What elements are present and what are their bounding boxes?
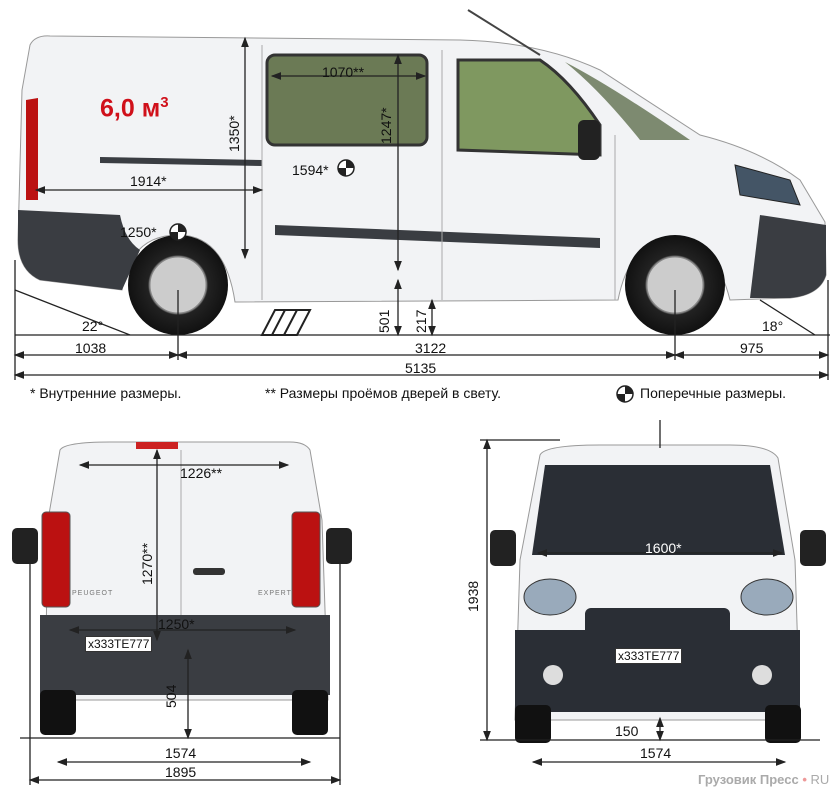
side-view-dimension-lines (13, 36, 830, 380)
dim-rear-width-between-arches: 1250* (158, 616, 195, 632)
dim-loading-height: 504 (163, 684, 179, 708)
dim-rear-overhang: 1038 (75, 340, 107, 356)
dim-interior-width: 1600* (645, 540, 682, 556)
dim-side-door-width: 1070** (322, 64, 365, 80)
watermark: Грузовик Пресс • RU (698, 772, 830, 787)
dim-rear-door-width: 1226** (180, 465, 223, 481)
dim-rear-door-height: 1270** (139, 542, 155, 585)
rear-badge-left: PEUGEOT (72, 590, 114, 597)
legend-internal: * Внутренние размеры. (30, 385, 182, 401)
dim-width-between-arches: 1250* (120, 224, 157, 240)
dim-front-track: 1574 (640, 745, 672, 761)
dim-overall-height: 1938 (465, 580, 481, 612)
legend-transverse: Поперечные размеры. (640, 385, 787, 401)
dim-front-ground-clearance: 150 (615, 723, 639, 739)
front-view-van (490, 444, 826, 743)
rear-badge-right: EXPERT (258, 590, 292, 597)
dim-side-door-height: 1247* (378, 107, 394, 144)
dim-cargo-length: 1914* (130, 173, 167, 189)
dim-wheelbase: 3122 (415, 340, 447, 356)
cargo-volume: 6,0 м3 (100, 94, 169, 123)
dim-approach-angle: 18° (762, 318, 784, 334)
dim-floor-height: 501 (376, 309, 392, 333)
rear-license-plate: x333TE777 (85, 636, 153, 652)
front-license-plate: x333TE777 (615, 648, 683, 664)
dim-rear-track: 1574 (165, 745, 197, 761)
side-view-van (17, 9, 827, 336)
dim-cargo-width: 1594* (292, 162, 329, 178)
rear-view-dimension-lines (20, 448, 342, 785)
cross-section-icons (169, 159, 634, 403)
rear-view-van (12, 441, 352, 735)
dim-departure-angle: 22° (82, 318, 104, 334)
front-view-dimension-lines (480, 420, 820, 766)
dim-overall-length: 5135 (405, 360, 437, 376)
dim-overall-width: 1895 (165, 764, 197, 780)
legend-door-openings: ** Размеры проёмов дверей в свету. (265, 385, 502, 401)
dim-ground-clearance: 217 (413, 309, 429, 333)
dim-front-overhang: 975 (740, 340, 764, 356)
dim-cargo-height: 1350* (226, 115, 242, 152)
